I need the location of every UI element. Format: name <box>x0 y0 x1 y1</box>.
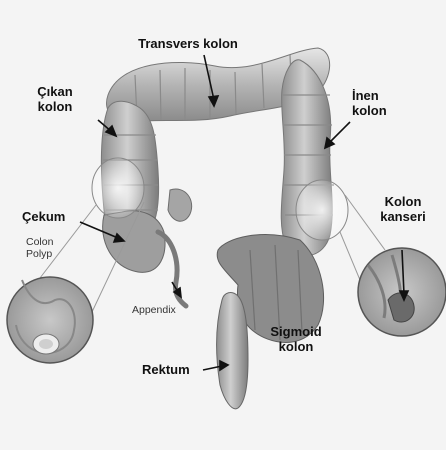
label-colon-cancer: Kolon kanseri <box>368 194 438 224</box>
label-ascending-colon: Çıkan kolon <box>24 84 86 114</box>
colon-polyp-inset <box>7 277 93 363</box>
cancer-highlight <box>296 180 348 240</box>
label-sigmoid-line1: Sigmoid <box>264 324 328 339</box>
label-sigmoid-colon: Sigmoid kolon <box>264 324 328 354</box>
label-appendix: Appendix <box>132 304 176 316</box>
label-ascending-line2: kolon <box>24 99 86 114</box>
label-colon-cancer-line1: Kolon <box>368 194 438 209</box>
label-descending-line1: İnen <box>352 88 412 103</box>
label-colon-polyp: Colon Polyp <box>26 236 53 260</box>
label-colon-polyp-line2: Polyp <box>26 248 53 260</box>
label-colon-polyp-line1: Colon <box>26 236 53 248</box>
label-descending-colon: İnen kolon <box>352 88 412 118</box>
label-transverse-colon: Transvers kolon <box>118 36 258 51</box>
label-ascending-line1: Çıkan <box>24 84 86 99</box>
label-rectum: Rektum <box>142 362 190 377</box>
rectum <box>217 293 249 409</box>
label-sigmoid-line2: kolon <box>264 339 328 354</box>
cecum <box>103 211 165 272</box>
label-descending-line2: kolon <box>352 103 412 118</box>
label-colon-cancer-line2: kanseri <box>368 209 438 224</box>
polyp-highlight <box>92 158 144 218</box>
label-cecum: Çekum <box>22 209 65 224</box>
